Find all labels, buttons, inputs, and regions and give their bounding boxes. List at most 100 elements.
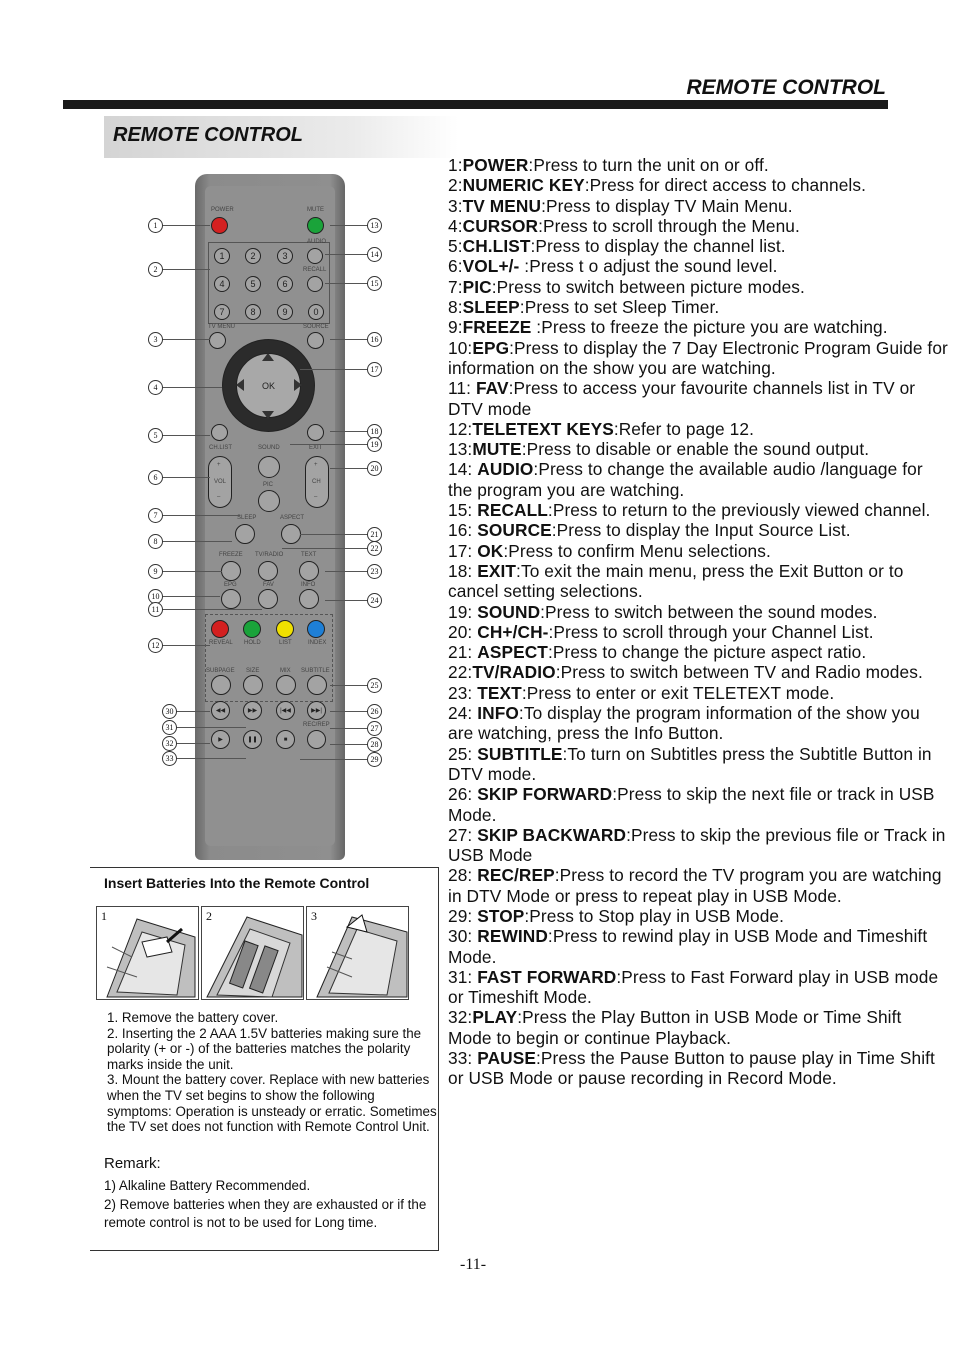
description-item: 27: SKIP BACKWARD:Press to skip the prev… [448,825,948,866]
description-number: 16: [448,520,478,541]
description-item: 30: REWIND:Press to rewind play in USB M… [448,926,948,967]
index-button[interactable] [307,620,325,638]
numeric-key-6[interactable]: 6 [277,276,293,292]
description-number: 14: [448,459,478,480]
callout-25: 25 [367,678,382,693]
callout-line [155,571,222,572]
description-key: CH.LIST [462,236,531,257]
source-button[interactable] [307,332,324,349]
mix-button[interactable] [276,675,296,695]
callout-9: 9 [148,564,163,579]
numeric-key-7[interactable]: 7 [214,304,230,320]
callout-19: 19 [367,437,382,452]
mute-button[interactable] [307,217,324,234]
description-number: 17: [448,540,478,561]
description-item: 3:TV MENU:Press to display TV Main Menu. [448,196,948,216]
description-item: 14: AUDIO:Press to change the available … [448,459,948,500]
callout-8: 8 [148,534,163,549]
description-key: TEXT [477,682,522,703]
vol-label: VOL [214,479,227,485]
text-label: TEXT [301,552,317,558]
battery-step-3: 3 [306,906,409,1000]
hold-button[interactable] [243,620,261,638]
aspect-button[interactable] [281,524,301,544]
numeric-key-1[interactable]: 1 [214,248,230,264]
sleep-button[interactable] [235,524,255,544]
vol-rocker[interactable] [208,456,232,508]
power-button[interactable] [211,217,228,234]
description-number: 10: [448,337,473,358]
description-number: 1: [448,155,463,175]
exit-button[interactable] [307,424,324,441]
numeric-key-0[interactable]: 0 [308,304,324,320]
numeric-key-9[interactable]: 9 [277,304,293,320]
pic-button[interactable] [258,490,280,512]
audio-button[interactable] [307,248,323,264]
reveal-button[interactable] [211,620,229,638]
freeze-button[interactable] [221,561,241,581]
text-button[interactable] [299,561,319,581]
description-text: :Press to disable or enable the sound ou… [521,439,870,460]
list-button[interactable] [276,620,294,638]
callout-line [330,468,374,469]
tv-radio-button[interactable] [258,561,278,581]
subtitle-label: SUBTITLE [301,668,330,674]
recrep-button[interactable] [307,730,326,749]
subpage-button[interactable] [211,675,231,695]
page-number: -11- [460,1256,487,1273]
tv-radio-label: TV/RADIO [255,552,284,558]
description-key: NUMERIC KEY [462,175,585,196]
description-item: 31: FAST FORWARD:Press to Fast Forward p… [448,967,948,1008]
description-number: 18: [448,560,478,581]
description-key: TV/RADIO [472,662,556,683]
sound-label: SOUND [258,445,280,451]
description-number: 21: [448,642,478,663]
numeric-key-4[interactable]: 4 [214,276,230,292]
source-label: SOURCE [303,324,329,330]
ok-button[interactable]: OK [236,353,301,418]
info-button[interactable] [299,589,319,609]
subtitle-button[interactable] [307,675,327,695]
ch-list-button[interactable] [211,424,228,441]
callout-13: 13 [367,218,382,233]
fav-button[interactable] [258,589,278,609]
numeric-key-3[interactable]: 3 [277,248,293,264]
description-number: 31: [448,966,478,987]
callout-line [155,435,210,436]
recall-button[interactable] [307,276,323,292]
callout-21: 21 [367,527,382,542]
callout-line [330,711,374,712]
description-number: 3: [448,195,463,216]
description-number: 22: [448,662,473,683]
fast-forward-button[interactable]: ▶▶ [243,701,262,720]
ch-rocker[interactable] [305,456,329,508]
skip-backward-button[interactable]: |◀◀ [276,701,295,720]
size-button[interactable] [243,675,263,695]
skip-forward-button[interactable]: ▶▶| [307,701,326,720]
callout-12: 12 [148,638,163,653]
rewind-button[interactable]: ◀◀ [211,701,230,720]
stop-button[interactable]: ■ [276,730,295,749]
description-key: PLAY [472,1007,518,1028]
description-item: 26: SKIP FORWARD:Press to skip the next … [448,784,948,825]
description-number: 11: [448,378,476,399]
header-rule [63,100,888,109]
description-number: 19: [448,601,478,622]
numeric-key-8[interactable]: 8 [245,304,261,320]
subpage-label: SUBPAGE [206,668,235,674]
description-number: 20: [448,621,478,642]
numeric-key-5[interactable]: 5 [245,276,261,292]
battery-title: Insert Batteries Into the Remote Control [104,875,370,891]
callout-6: 6 [148,470,163,485]
pause-button[interactable]: ❚❚ [243,730,262,749]
description-item: 11: FAV:Press to access your favourite c… [448,378,948,419]
play-button[interactable]: ▶ [211,730,230,749]
callout-23: 23 [367,564,382,579]
tv-menu-button[interactable] [209,332,226,349]
step-number: 3 [311,909,317,923]
numeric-key-2[interactable]: 2 [245,248,261,264]
sound-button[interactable] [258,456,280,478]
epg-button[interactable] [221,589,241,609]
callout-28: 28 [367,737,382,752]
callout-29: 29 [367,752,382,767]
